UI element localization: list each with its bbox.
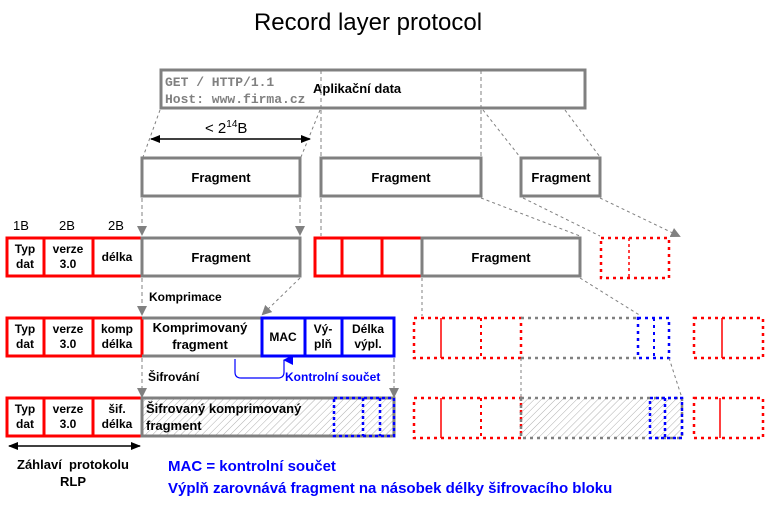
- field-padding-length: [340, 316, 396, 358]
- fragment-label: Fragment: [191, 250, 251, 265]
- note-mac: MAC = kontrolní součet: [168, 458, 336, 475]
- fragment-label-2: Fragment: [371, 170, 431, 185]
- field-fragment: [420, 236, 582, 278]
- checksum-arrow: [234, 355, 293, 379]
- verze-label: 3.0: [60, 337, 77, 351]
- projection-line: [300, 109, 321, 158]
- flow-line: [579, 277, 642, 317]
- verze-label: 3.0: [60, 417, 77, 431]
- fragment-label: Fragment: [471, 250, 531, 265]
- field-comp-length: [91, 316, 144, 358]
- record-row-3: Typ dat verze 3.0 šif. délka Šifrovaný k…: [5, 396, 765, 440]
- delka-label: délka: [102, 250, 133, 264]
- encrypted-fragment-label: fragment: [146, 418, 202, 433]
- record-row-1: Typ dat verze 3.0 délka Fragment Fragmen…: [5, 236, 671, 280]
- compressed-fragment-label: fragment: [172, 337, 228, 352]
- fragment-box-2: [319, 156, 483, 198]
- flow-line: [480, 197, 581, 237]
- field-typ: [5, 236, 46, 278]
- encrypted-fragment: [140, 396, 396, 438]
- field-mac: [260, 316, 307, 358]
- byte-size-verze: 2B: [59, 218, 75, 233]
- padding-length-label: Délka: [352, 322, 384, 336]
- application-data-label: Aplikační data: [313, 81, 402, 96]
- typ-label: dat: [16, 417, 34, 431]
- fragment-label-3: Fragment: [531, 170, 591, 185]
- header-caption: Záhlaví protokolu: [17, 457, 129, 472]
- compression-label: Komprimace: [149, 290, 222, 304]
- field-enc-length: [91, 396, 144, 438]
- field-verze: [42, 396, 95, 438]
- application-data-box: [159, 68, 587, 110]
- typ-label: dat: [16, 337, 34, 351]
- projection-line: [564, 109, 601, 158]
- mac-label: MAC: [269, 330, 297, 344]
- field-delka: [380, 236, 424, 278]
- projection-line: [482, 109, 521, 158]
- header-caption: RLP: [60, 474, 86, 489]
- flow-arrow: [261, 277, 301, 316]
- field-verze: [42, 236, 95, 278]
- placeholder-encrypted: [519, 396, 684, 440]
- placeholder-header: [412, 396, 523, 440]
- byte-size-delka: 2B: [108, 218, 124, 233]
- field-typ: [313, 236, 344, 278]
- enc-length-label: délka: [102, 417, 133, 431]
- http-host-line: Host: www.firma.cz: [165, 92, 305, 107]
- typ-label: Typ: [15, 402, 35, 416]
- fragment-box-3: [519, 156, 602, 198]
- typ-label: Typ: [15, 322, 35, 336]
- field-typ: [5, 396, 46, 438]
- placeholder-record: [692, 316, 765, 360]
- verze-label: verze: [53, 322, 84, 336]
- flow-line: [522, 197, 601, 237]
- field-fragment: [140, 236, 302, 278]
- verze-label: verze: [53, 242, 84, 256]
- placeholder-record: [692, 396, 765, 440]
- record-row-2: Typ dat verze 3.0 komp délka Komprimovan…: [5, 316, 765, 360]
- encryption-label: Šifrování: [148, 369, 200, 384]
- typ-label: Typ: [15, 242, 35, 256]
- typ-label: dat: [16, 257, 34, 271]
- http-request-line: GET / HTTP/1.1: [165, 75, 274, 90]
- placeholder-header: [412, 316, 523, 360]
- flow-arrow: [599, 197, 681, 238]
- note-padding: Výplň zarovnává fragment na násobek délk…: [168, 480, 612, 497]
- field-verze: [340, 236, 384, 278]
- compressed-fragment-label: Komprimovaný: [153, 320, 248, 335]
- byte-size-typ: 1B: [13, 218, 29, 233]
- flow-line: [668, 357, 683, 399]
- verze-label: verze: [53, 402, 84, 416]
- comp-length-label: komp: [101, 322, 133, 336]
- encrypted-fragment-label: Šifrovaný komprimovaný: [146, 401, 302, 416]
- padding-label: Vý-: [314, 322, 333, 336]
- placeholder-record: [599, 236, 671, 280]
- verze-label: 3.0: [60, 257, 77, 271]
- padding-length-label: výpl.: [354, 337, 381, 351]
- fragment-box-1: [140, 156, 302, 198]
- comp-length-label: délka: [102, 337, 133, 351]
- fragment-label-1: Fragment: [191, 170, 251, 185]
- checksum-label: Kontrolní součet: [285, 370, 380, 384]
- field-delka: [91, 236, 144, 278]
- enc-length-label: šif.: [108, 402, 125, 416]
- padding-label: plň: [314, 337, 332, 351]
- placeholder-mac: [636, 316, 671, 360]
- diagram-title: Record layer protocol: [254, 9, 482, 36]
- size-limit-label: < 214B: [205, 119, 247, 137]
- projection-line: [142, 109, 161, 158]
